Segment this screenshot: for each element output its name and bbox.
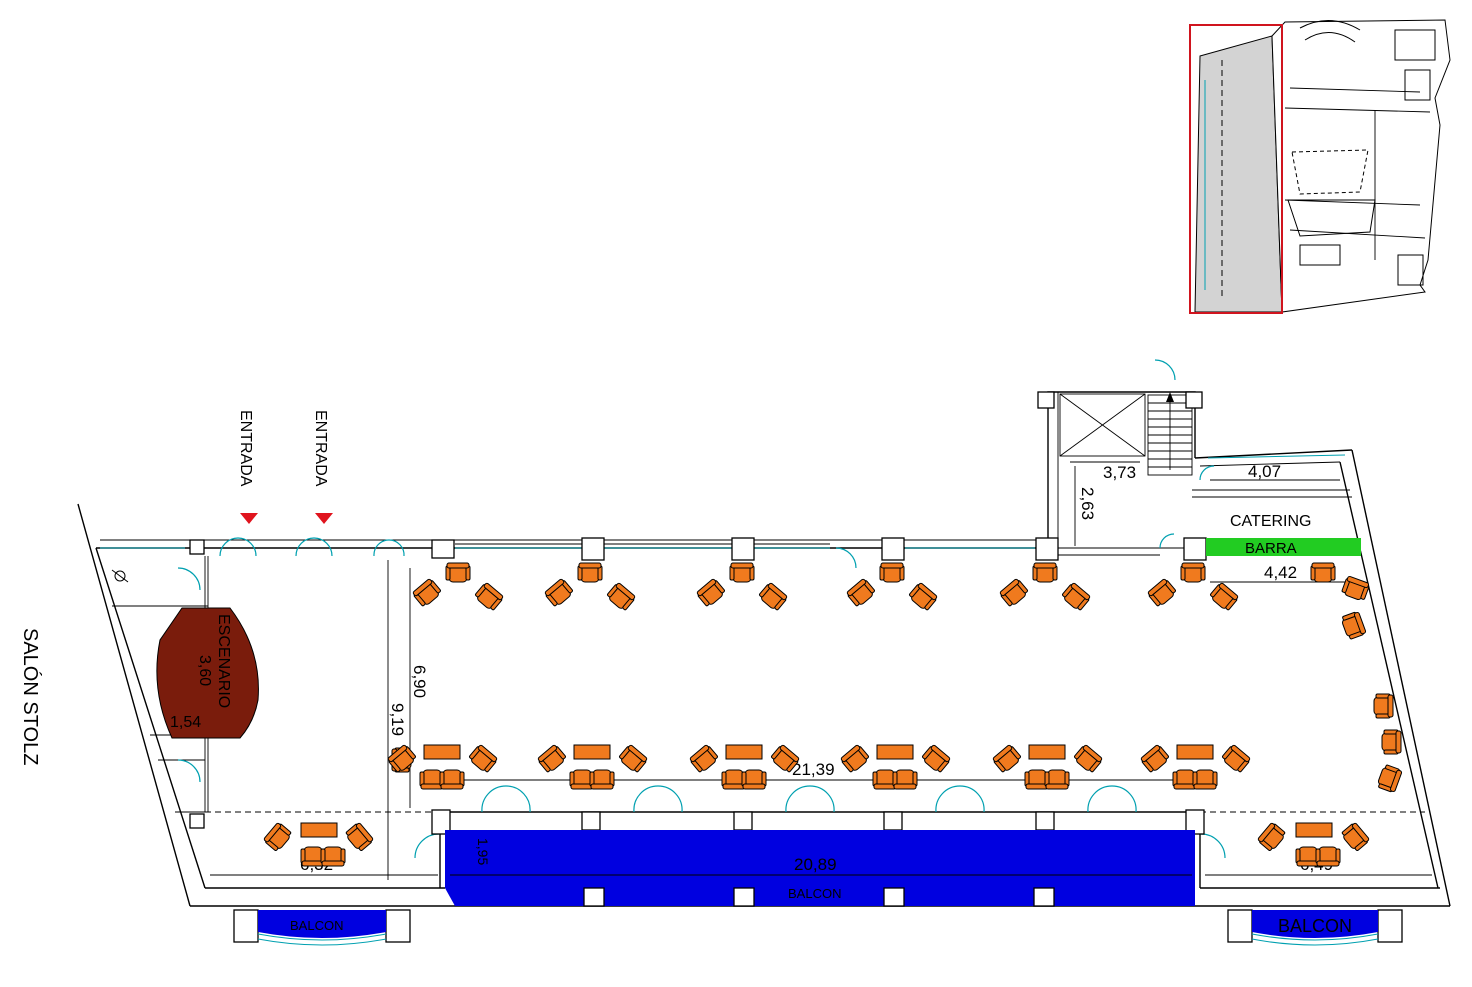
bar-label: BARRA	[1245, 540, 1297, 557]
chair-icon	[589, 769, 615, 790]
chair-icon	[445, 562, 471, 583]
hall-width-total-dim: 9,19	[388, 703, 407, 736]
chair-icon	[1378, 764, 1403, 793]
pillars	[189, 391, 1207, 907]
chair-icon	[1381, 729, 1402, 755]
chair-icon	[439, 769, 465, 790]
chair-icon	[840, 744, 869, 773]
chair-icon	[1257, 822, 1286, 851]
chair-icon	[412, 578, 441, 607]
stair-width-dim: 3,73	[1103, 463, 1136, 482]
chair-icon	[1310, 562, 1336, 583]
catering-depth-dim: 2,63	[1078, 487, 1097, 520]
bar-counter	[1206, 538, 1361, 556]
chair-icon	[475, 582, 504, 611]
chair-icon	[469, 744, 498, 773]
chair-icon	[909, 582, 938, 611]
furniture	[263, 562, 1403, 867]
chair-icon	[1180, 562, 1206, 583]
balcony-right-label: BALCON	[1278, 916, 1352, 936]
chair-icon	[387, 744, 416, 773]
chair-icon	[1192, 769, 1218, 790]
entrance-arrow-icon	[240, 513, 333, 524]
chair-icon	[263, 822, 292, 851]
chair-icon	[1024, 769, 1050, 790]
chair-icon	[759, 582, 788, 611]
table-icon	[423, 744, 461, 760]
chair-icon	[729, 562, 755, 583]
chair-icon	[1147, 578, 1176, 607]
stage-platform	[156, 607, 259, 739]
key-plan	[1189, 19, 1451, 314]
chair-icon	[537, 744, 566, 773]
stage-depth-dim: 1,54	[170, 714, 201, 731]
chair-icon	[320, 846, 346, 867]
sink-icon	[111, 569, 129, 583]
balcony-length-dim: 20,89	[794, 855, 837, 874]
chair-icon	[544, 578, 573, 607]
table-icon	[1295, 822, 1333, 838]
entrance-label-1: ENTRADA	[237, 410, 254, 487]
chair-icon	[992, 744, 1021, 773]
hall-width-inner-dim: 6,90	[410, 665, 429, 698]
chair-icon	[1315, 846, 1341, 867]
chair-icon	[1222, 744, 1251, 773]
room-name: SALÓN STOLZ	[19, 628, 42, 765]
chair-icon	[619, 744, 648, 773]
table-icon	[1028, 744, 1066, 760]
balcony-left	[233, 909, 411, 946]
chair-icon	[1032, 562, 1058, 583]
chair-icon	[1140, 744, 1169, 773]
chair-icon	[1341, 575, 1370, 600]
chair-icon	[892, 769, 918, 790]
chair-icon	[846, 578, 875, 607]
chair-icon	[741, 769, 767, 790]
chair-icon	[1210, 582, 1239, 611]
chair-icon	[696, 578, 725, 607]
table-icon	[876, 744, 914, 760]
catering-label: CATERING	[1230, 513, 1311, 530]
stair-icon	[1147, 392, 1193, 476]
bar-length-dim: 4,42	[1264, 563, 1297, 582]
chair-icon	[689, 744, 718, 773]
chair-icon	[1341, 822, 1370, 851]
stage-label: ESCENARIO	[215, 614, 232, 708]
chair-icon	[1062, 582, 1091, 611]
balcony-main-label: BALCON	[788, 886, 841, 901]
chair-icon	[1074, 744, 1103, 773]
table-icon	[573, 744, 611, 760]
chair-icon	[345, 822, 374, 851]
chair-icon	[1044, 769, 1070, 790]
key-plan-highlight	[1189, 24, 1283, 314]
balcony-left-label: BALCON	[290, 918, 343, 933]
top-glazing	[100, 454, 1346, 549]
chair-icon	[879, 562, 905, 583]
balcony-right	[1227, 909, 1403, 946]
chair-icon	[577, 562, 603, 583]
chair-icon	[607, 582, 636, 611]
chair-icon	[1373, 693, 1394, 719]
chair-icon	[771, 744, 800, 773]
chair-icon	[1342, 611, 1367, 640]
table-icon	[725, 744, 763, 760]
entrance-label-2: ENTRADA	[312, 410, 329, 487]
balcony-depth-dim: 1,95	[475, 838, 491, 865]
chair-icon	[922, 744, 951, 773]
stage-width-dim: 3,60	[196, 655, 213, 686]
table-icon	[1176, 744, 1214, 760]
catering-width-dim: 4,07	[1248, 462, 1281, 481]
hall-length-dim: 21,39	[792, 760, 835, 779]
table-icon	[300, 822, 338, 838]
chair-icon	[999, 578, 1028, 607]
door-swing-icon	[177, 359, 1226, 859]
balcony-main	[445, 830, 1195, 907]
